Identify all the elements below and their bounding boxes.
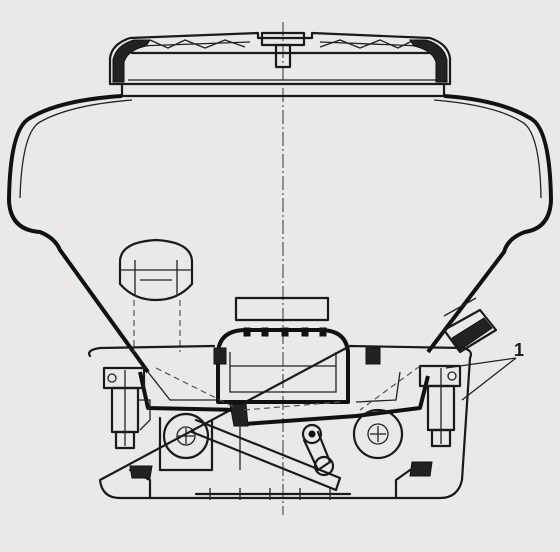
callout-label: 1 (514, 340, 524, 360)
hopper-inner-right (433, 99, 542, 199)
base-frame (88, 344, 473, 500)
lid-rim (120, 82, 446, 98)
lid (108, 31, 452, 86)
right-roller (352, 408, 404, 460)
section-line-left (155, 367, 237, 409)
left-bolt-assembly (102, 366, 151, 450)
section-line-right (359, 365, 421, 411)
base-plate (128, 461, 433, 500)
feeder-housing (216, 296, 350, 404)
right-bolt-assembly (418, 364, 462, 448)
crank-linkage (190, 418, 342, 492)
lid-knob-stem (274, 43, 292, 69)
left-roller (158, 412, 214, 472)
callout-leader-1b (461, 357, 517, 401)
hopper-body (7, 94, 553, 374)
callout-leader-1a (445, 357, 517, 369)
section-line-center (243, 401, 341, 411)
hopper-inner-left (19, 99, 133, 199)
filler-cap (118, 238, 194, 352)
side-clamp (442, 297, 498, 354)
